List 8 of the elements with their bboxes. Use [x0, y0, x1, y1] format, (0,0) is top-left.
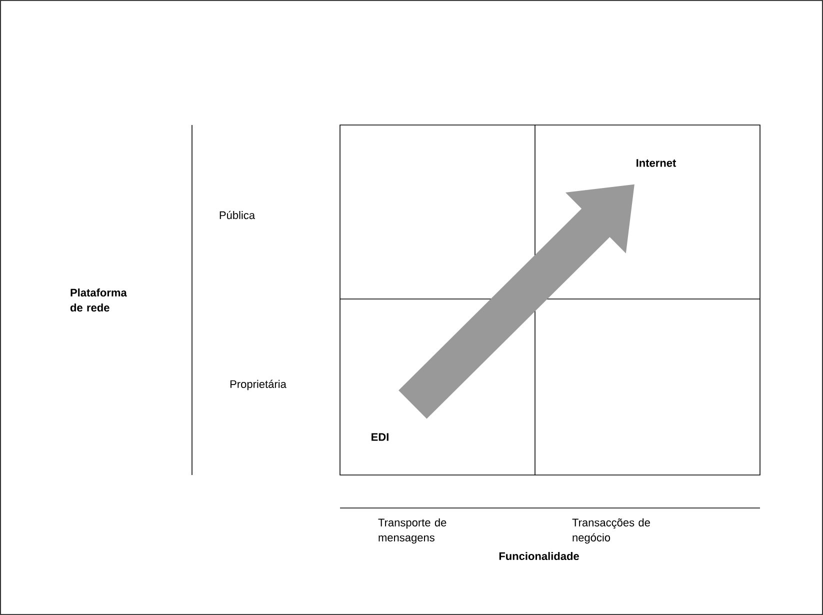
axis-label: Transacções de negócio — [572, 518, 650, 544]
axis-label: Pública — [220, 210, 256, 220]
axis-label: Funcionalidade — [499, 552, 579, 560]
node-label: Internet — [636, 159, 676, 167]
axis-label: Transporte de mensagens — [378, 518, 446, 544]
axis-label: Proprietária — [230, 380, 286, 390]
axis-label: Plataforma de rede — [70, 288, 127, 312]
node-label: EDI — [372, 433, 388, 441]
